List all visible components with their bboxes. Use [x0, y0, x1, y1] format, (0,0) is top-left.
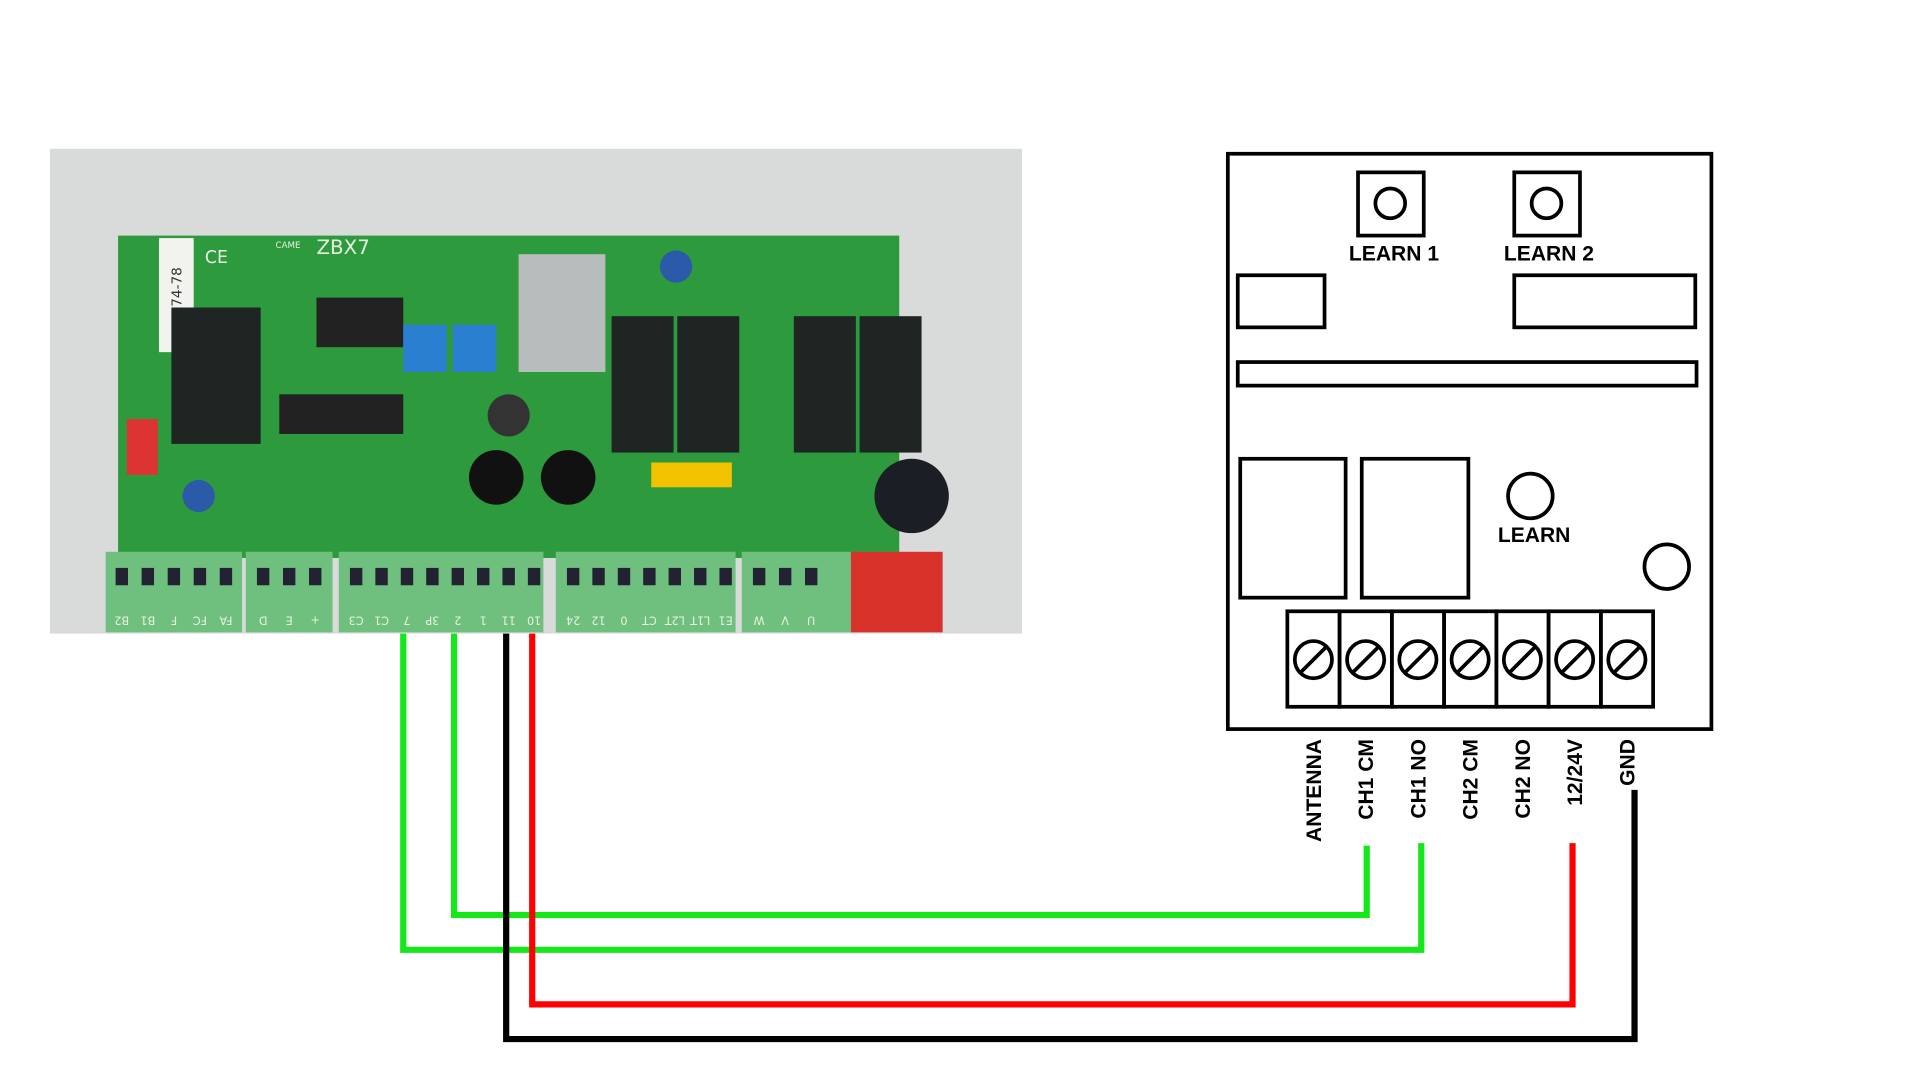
pcb-terminal-label: 2	[454, 613, 461, 626]
terminal-label: 12/24V	[1564, 739, 1587, 806]
terminal-label: CH1 CM	[1355, 739, 1378, 820]
screw-slot	[805, 567, 818, 586]
terminal-block	[555, 551, 736, 633]
screw-slot	[282, 567, 296, 586]
terminal-block	[105, 551, 243, 633]
screw-slot	[477, 567, 490, 586]
pcb-terminal-label: 3P	[425, 613, 439, 626]
screw-slot	[375, 567, 388, 586]
terminal-label: CH1 NO	[1407, 739, 1430, 819]
screw-slot	[349, 567, 363, 586]
learn2-button[interactable]	[1512, 170, 1582, 238]
pcb-terminal-label: 0	[620, 613, 627, 626]
pcb-terminal-label: W	[754, 613, 765, 626]
learn-button[interactable]	[1506, 471, 1555, 521]
screw-slot	[527, 567, 541, 586]
wires	[400, 633, 1638, 1043]
terminal-label: GND	[1616, 739, 1639, 786]
screw-slot	[752, 567, 766, 586]
pcb-terminal-label: CT	[642, 613, 657, 626]
screw-slot	[668, 567, 682, 586]
terminal-label: CH2 NO	[1512, 739, 1535, 819]
screw-slot	[219, 567, 233, 586]
terminal-screw	[1285, 609, 1342, 709]
screw-slot	[778, 567, 792, 586]
ce-mark: CE	[205, 248, 228, 268]
pcb-terminal-label: FC	[193, 613, 207, 626]
pcb-terminal-label: V	[781, 613, 789, 626]
pcb-terminal-label: E1	[719, 613, 733, 626]
pcb-terminal-label: 24	[566, 613, 580, 626]
terminal-block	[338, 551, 544, 633]
screw-slot	[193, 567, 207, 586]
screw-slot	[115, 567, 128, 586]
learn-label: LEARN	[1498, 524, 1571, 547]
pcb-terminal-label: L1T	[690, 613, 710, 626]
screw-slot	[167, 567, 181, 586]
pcb-terminal-label: U	[807, 613, 815, 626]
terminal-block	[741, 551, 851, 633]
led-indicator	[1642, 542, 1691, 591]
screw-slot	[694, 567, 707, 586]
screw-slot	[502, 567, 515, 586]
pcb-terminal-label: B1	[140, 613, 155, 626]
learn1-label: LEARN 1	[1349, 242, 1439, 265]
terminal-screw	[1389, 609, 1446, 709]
pcb-terminal-label: 10	[527, 613, 541, 626]
wire-black-gnd	[503, 633, 1638, 1043]
pcb-terminal-label: B2	[114, 613, 129, 626]
pcb-terminal-label: E	[286, 613, 293, 626]
wire-green-ch1-cm	[450, 633, 1370, 919]
pcb-terminal-label: +	[311, 613, 320, 626]
screw-slot	[643, 567, 656, 586]
terminal-screw	[1598, 609, 1655, 709]
pcb-terminal-label: L2T	[665, 613, 685, 626]
screw-slot	[592, 567, 605, 586]
screw-slot	[309, 567, 322, 586]
pcb-terminal-label: C3	[349, 613, 364, 626]
screw-slot	[451, 567, 465, 586]
power-terminal	[850, 551, 943, 633]
learn2-label: LEARN 2	[1504, 242, 1594, 265]
wire-green-ch1-no	[400, 633, 1425, 953]
screw-slot	[256, 567, 270, 586]
screw-slot	[566, 567, 580, 586]
brand: CAME	[276, 241, 301, 251]
pcb-terminal-label: 12	[591, 613, 605, 626]
pcb-terminal-label: F	[171, 613, 177, 626]
board-model: ZBX7	[316, 236, 369, 259]
pcb-terminal-label: C1	[374, 613, 389, 626]
terminal-screw	[1337, 609, 1394, 709]
screw-slot	[400, 567, 414, 586]
pcb-terminal-label: 1	[480, 613, 487, 626]
terminal-label: ANTENNA	[1303, 739, 1326, 842]
terminal-screw	[1442, 609, 1499, 709]
pcb-terminal-label: 7	[403, 613, 410, 626]
screw-slot	[426, 567, 439, 586]
terminal-screw	[1546, 609, 1603, 709]
screw-slot	[617, 567, 631, 586]
learn1-button[interactable]	[1356, 170, 1426, 238]
screw-slot	[719, 567, 732, 586]
pcb-terminal-label: FA	[219, 613, 232, 626]
pcb-terminal-label: 11	[502, 613, 516, 626]
receiver-module	[1225, 151, 1714, 731]
wire-red-power	[529, 633, 1576, 1008]
pcb-terminal-label: D	[259, 613, 268, 626]
terminal-label: CH2 CM	[1460, 739, 1483, 820]
screw-slot	[141, 567, 155, 586]
terminal-screw	[1494, 609, 1551, 709]
terminal-block	[245, 551, 333, 633]
